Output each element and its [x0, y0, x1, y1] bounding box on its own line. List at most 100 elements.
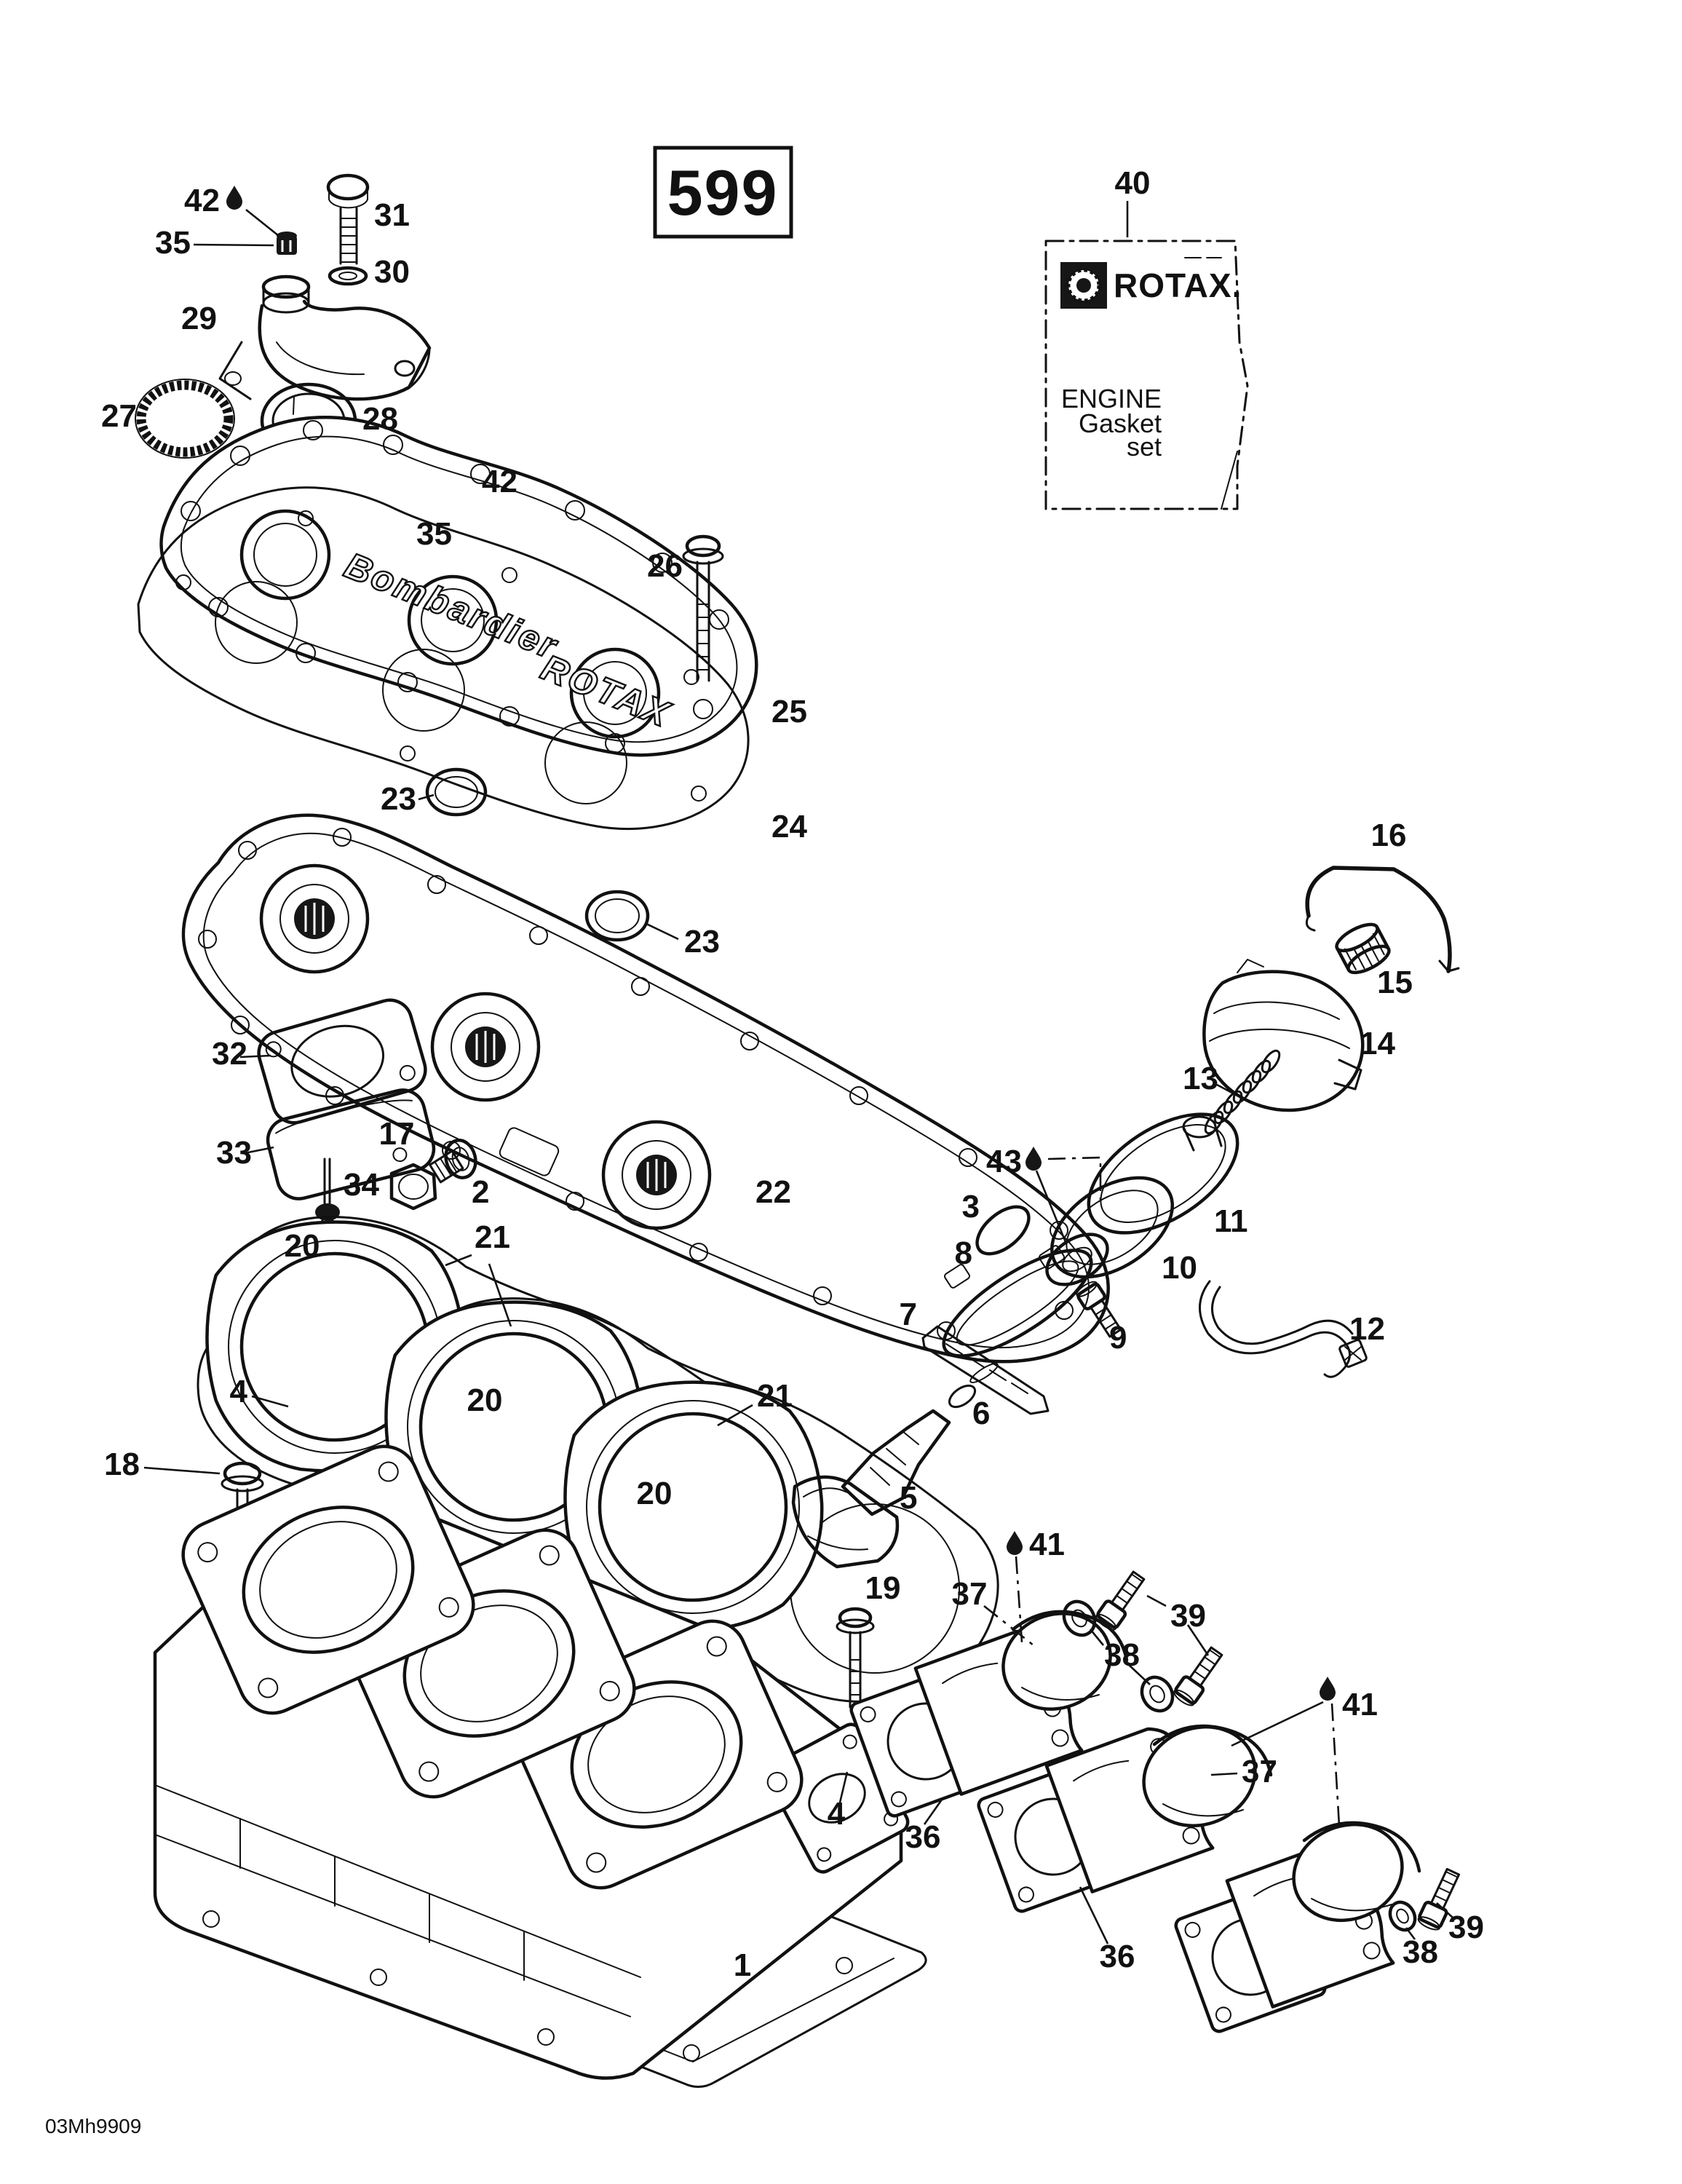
callout-31: 31 [374, 197, 410, 233]
part-cylinder-head-22 [181, 813, 1110, 1364]
leader-line [1015, 1556, 1023, 1643]
callout-4-upper: 4 [230, 1374, 248, 1409]
oil-droplet-icon [1320, 1677, 1336, 1701]
part-bolt-31 [326, 173, 370, 265]
leader-line [245, 208, 279, 237]
part-o-ring-3 [975, 1205, 1031, 1256]
rotax-logo [1060, 262, 1107, 309]
callout-37-2: 37 [1242, 1754, 1277, 1789]
leader-line [1436, 1902, 1453, 1918]
callout-39-2: 39 [1448, 1910, 1484, 1945]
leader-line [143, 1466, 221, 1475]
callout-42-lower: 42 [482, 464, 517, 499]
leader-line [1079, 1886, 1109, 1944]
leader-line [923, 1799, 943, 1825]
callout-labels: 42 35 31 30 29 27 28 42 35 26 25 23 24 2… [101, 183, 1484, 1983]
part-cylinder-1-flange [181, 1444, 475, 1715]
callout-37-1: 37 [952, 1576, 988, 1612]
part-valve-blade-7 [921, 1325, 1050, 1415]
callout-41-1: 41 [1029, 1527, 1065, 1562]
leader-line [1089, 1629, 1105, 1646]
leader-line [445, 1254, 472, 1267]
leader-line [1216, 1083, 1239, 1098]
callout-20-3: 20 [637, 1476, 673, 1511]
model-title-box: 599 [653, 146, 793, 239]
callout-21-1: 21 [475, 1219, 510, 1255]
part-nut-35-top [277, 232, 297, 255]
part-bolt-26 [682, 534, 724, 682]
callout-13: 13 [1183, 1061, 1218, 1096]
callout-42-top: 42 [184, 183, 220, 218]
brand-label: ROTAX. [1114, 266, 1242, 304]
callout-38-1: 38 [1104, 1637, 1140, 1673]
callout-19: 19 [865, 1570, 901, 1606]
part-bolt-39-3 [1417, 1867, 1461, 1931]
part-bolt-39-1 [1095, 1570, 1146, 1631]
part-gasket-ring-20-3 [563, 1380, 824, 1633]
part-plug-17 [389, 1150, 464, 1211]
callout-34: 34 [344, 1167, 379, 1203]
callout-20-2: 20 [467, 1382, 503, 1418]
callout-41-2: 41 [1342, 1687, 1378, 1722]
package-outline [1044, 240, 1249, 510]
kit-text-line1: ENGINE [1061, 384, 1162, 414]
callout-35-lower: 35 [416, 516, 452, 552]
leader-line [251, 1395, 289, 1408]
model-number-label: 599 [667, 157, 779, 229]
head-dome-2 [430, 992, 541, 1102]
callout-32: 32 [212, 1036, 247, 1072]
callout-23-upper: 23 [381, 781, 416, 817]
leader-line [1146, 1594, 1167, 1607]
leader-line [983, 1605, 1034, 1647]
part-seal-ring-27 [135, 379, 235, 459]
part-cover-plate-33 [266, 1088, 436, 1200]
callout-11: 11 [1214, 1203, 1248, 1239]
part-head-cover-25: Bombardier ROTAX [159, 415, 758, 757]
leader-line [1047, 1156, 1102, 1206]
callout-6: 6 [972, 1396, 990, 1431]
callout-16: 16 [1371, 818, 1407, 853]
part-washer-38-3 [1388, 1900, 1417, 1932]
leader-line [244, 1146, 274, 1155]
part-thermostat-cap-14 [1202, 959, 1365, 1112]
part-wire-clip-16 [1305, 866, 1460, 973]
part-washer-38-2 [1140, 1675, 1175, 1713]
part-plug-15 [1335, 922, 1391, 975]
callout-2: 2 [472, 1174, 489, 1210]
callout-26: 26 [647, 548, 683, 584]
callout-33: 33 [216, 1135, 252, 1171]
part-bolt-19 [836, 1607, 875, 1709]
callout-12: 12 [1349, 1311, 1385, 1347]
callout-1: 1 [734, 1947, 751, 1983]
callout-15: 15 [1377, 965, 1413, 1000]
leader-line [1035, 1170, 1067, 1243]
package-fold-line [1221, 451, 1238, 510]
callout-40: 40 [1115, 165, 1151, 201]
gasket-kit-package: 40 ROTAX. ENGINE Gasket set [1044, 165, 1249, 510]
leader-line [1186, 1624, 1210, 1656]
part-o-ring-23-upper [425, 767, 488, 817]
part-exhaust-socket-37-2 [1142, 1724, 1273, 1828]
callout-35-top: 35 [155, 225, 191, 261]
part-exhaust-socket-37-1 [1001, 1610, 1129, 1711]
leader-line [1210, 1772, 1238, 1776]
callout-43: 43 [986, 1144, 1022, 1179]
kit-text-line3: set [1127, 432, 1162, 462]
callout-23-lower: 23 [684, 924, 720, 960]
part-shim-6 [948, 1384, 977, 1409]
callout-10: 10 [1162, 1250, 1197, 1286]
leader-line [418, 794, 435, 801]
leader-line [1330, 1703, 1341, 1827]
part-bolt-39-2 [1173, 1646, 1223, 1706]
callout-9: 9 [1109, 1320, 1127, 1356]
part-rotary-shaft-5 [791, 1409, 951, 1569]
callout-4-lower: 4 [828, 1796, 846, 1832]
part-o-ring-23-lower [584, 890, 650, 942]
callout-36-1: 36 [905, 1819, 941, 1855]
callout-39-1: 39 [1170, 1598, 1206, 1634]
oil-droplet-icon [1026, 1147, 1042, 1171]
callout-8: 8 [955, 1235, 972, 1271]
part-exhaust-gasket-32 [257, 998, 427, 1125]
callout-20-1: 20 [285, 1228, 320, 1264]
